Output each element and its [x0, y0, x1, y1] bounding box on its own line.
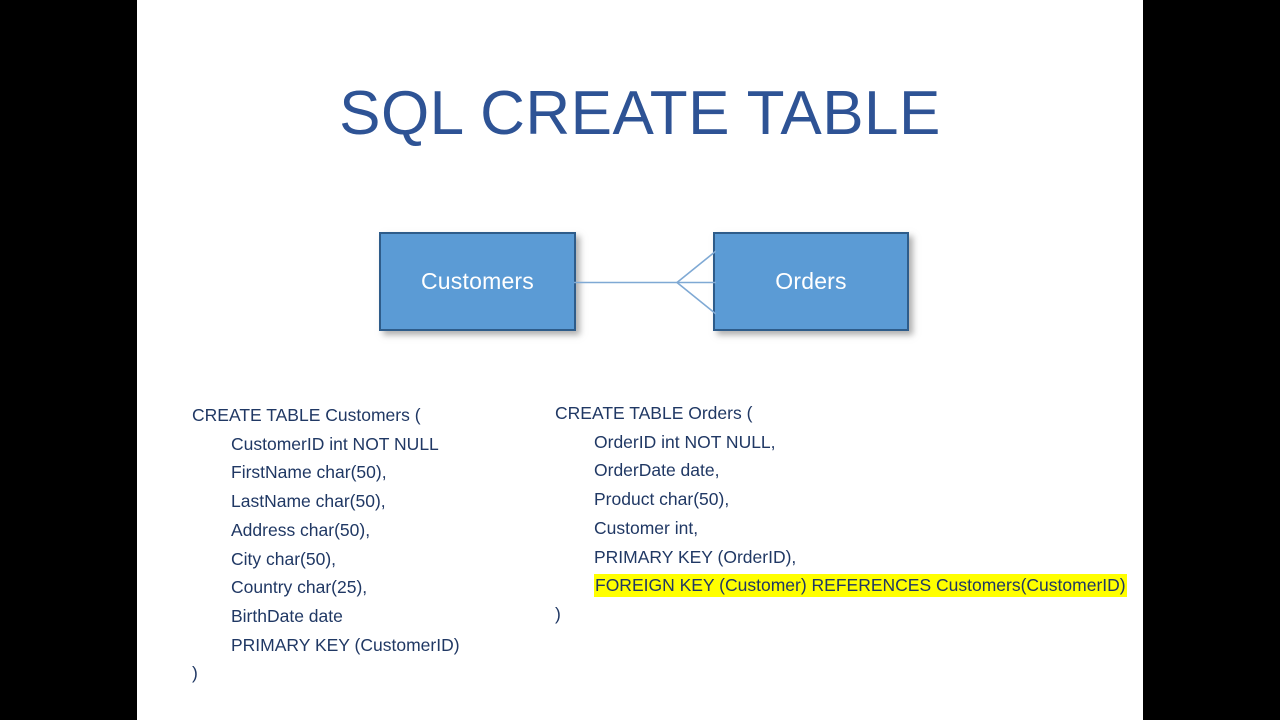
page-title: SQL CREATE TABLE [339, 79, 941, 148]
sql-line: BirthDate date [231, 605, 343, 626]
sql-line: PRIMARY KEY (OrderID), [594, 546, 797, 567]
sql-line: OrderDate date, [594, 460, 720, 481]
sql-line: LastName char(50), [231, 491, 386, 512]
entity-box-customers[interactable]: Customers [379, 232, 576, 331]
sql-line: ) [192, 663, 198, 684]
sql-line: Customer int, [594, 517, 699, 538]
sql-line: ) [555, 603, 561, 624]
sql-line: Address char(50), [231, 519, 371, 540]
sql-line: CREATE TABLE Orders ( [555, 403, 753, 423]
sql-code-block-customers: CREATE TABLE Customers ( CustomerID int N… [192, 401, 460, 688]
presentation-slide: SQL CREATE TABLE Customers Orders CREATE… [137, 0, 1143, 720]
sql-line: FirstName char(50), [231, 462, 387, 483]
entity-box-orders[interactable]: Orders [713, 232, 909, 331]
sql-line: FOREIGN KEY (Customer) REFERENCES Custom… [555, 571, 1127, 600]
highlighted-foreign-key-text: FOREIGN KEY (Customer) REFERENCES Custom… [594, 574, 1127, 598]
sql-line: OrderID int NOT NULL, [594, 431, 776, 452]
sql-line: City char(50), [231, 548, 337, 569]
sql-line: CREATE TABLE Customers ( [192, 405, 421, 425]
crow-foot-prong-lower [676, 281, 716, 315]
sql-line: PRIMARY KEY (CustomerID) [231, 634, 460, 655]
sql-line: Country char(25), [231, 577, 368, 598]
letterbox-bar-left [0, 0, 137, 720]
er-diagram: Customers Orders [137, 0, 1143, 720]
sql-line: Product char(50), [594, 489, 730, 510]
sql-line: CustomerID int NOT NULL [231, 433, 439, 454]
crow-foot-prong-upper [676, 250, 716, 284]
entity-label-customers: Customers [421, 268, 534, 294]
sql-code-block-orders: CREATE TABLE Orders ( OrderID int NOT NUL… [555, 399, 1127, 629]
letterbox-bar-right [1143, 0, 1280, 720]
entity-label-orders: Orders [775, 268, 847, 294]
relationship-connector-crow-foot [574, 250, 716, 315]
